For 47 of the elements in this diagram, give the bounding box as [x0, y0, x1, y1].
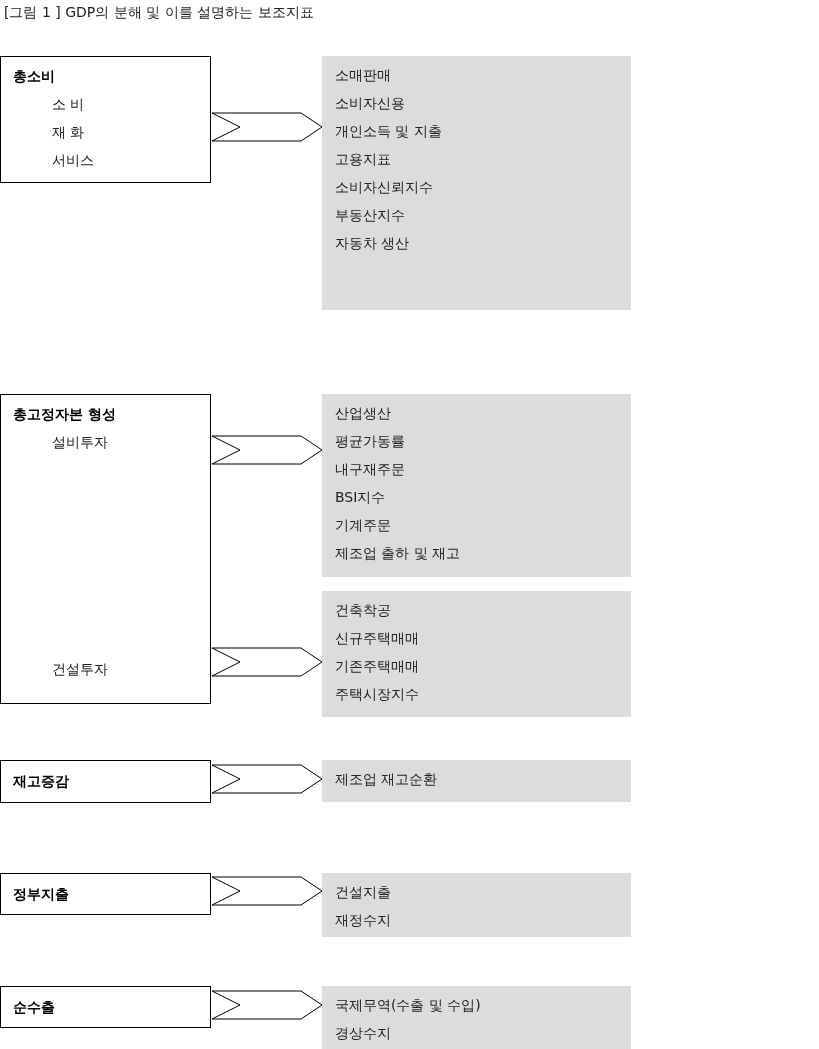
indicator-label: 주택시장지수: [335, 685, 419, 703]
chevron-arrow: [211, 435, 323, 465]
indicator-label: 기존주택매매: [335, 657, 419, 675]
indicator-label: 제조업 재고순환: [335, 770, 438, 788]
indicator-label: 자동차 생산: [335, 234, 410, 252]
indicator-label: BSI지수: [335, 488, 386, 506]
chevron-arrow: [211, 112, 323, 142]
category-heading: 총소비: [13, 67, 55, 85]
subcategory-label: 재 화: [52, 123, 85, 141]
indicator-label: 건설지출: [335, 883, 391, 901]
indicator-label: 고용지표: [335, 150, 391, 168]
indicator-label: 소매판매: [335, 66, 391, 84]
indicator-label: 산업생산: [335, 404, 391, 422]
indicator-label: 개인소득 및 지출: [335, 122, 442, 140]
indicator-label: 제조업 출하 및 재고: [335, 544, 461, 562]
category-heading: 순수출: [13, 998, 55, 1016]
chevron-arrow: [211, 990, 323, 1020]
category-box: [0, 56, 211, 183]
indicator-box: [322, 760, 631, 802]
subcategory-label: 서비스: [52, 151, 94, 169]
indicator-label: 신규주택매매: [335, 629, 419, 647]
indicator-box: [322, 873, 631, 937]
subcategory-label: 소 비: [52, 95, 85, 113]
indicator-label: 재정수지: [335, 911, 391, 929]
subcategory-label: 설비투자: [52, 433, 108, 451]
category-heading: 정부지출: [13, 885, 69, 903]
subcategory-label: 건설투자: [52, 660, 108, 678]
category-box: [0, 394, 211, 704]
category-heading: 재고증감: [13, 772, 69, 790]
figure-title: [그림 1 ] GDP의 분해 및 이를 설명하는 보조지표: [4, 4, 314, 22]
indicator-box: [322, 394, 631, 577]
indicator-label: 국제무역(수출 및 수입): [335, 996, 481, 1014]
indicator-label: 소비자신용: [335, 94, 405, 112]
chevron-arrow: [211, 764, 323, 794]
indicator-label: 소비자신뢰지수: [335, 178, 433, 196]
indicator-box: [322, 56, 631, 310]
indicator-label: 부동산지수: [335, 206, 405, 224]
indicator-box: [322, 986, 631, 1049]
indicator-label: 평균가동률: [335, 432, 405, 450]
indicator-box: [322, 591, 631, 717]
indicator-label: 기계주문: [335, 516, 391, 534]
chevron-arrow: [211, 876, 323, 906]
indicator-label: 경상수지: [335, 1024, 391, 1042]
chevron-arrow: [211, 647, 323, 677]
indicator-label: 내구재주문: [335, 460, 405, 478]
indicator-label: 건축착공: [335, 601, 391, 619]
category-heading: 총고정자본 형성: [13, 405, 116, 423]
